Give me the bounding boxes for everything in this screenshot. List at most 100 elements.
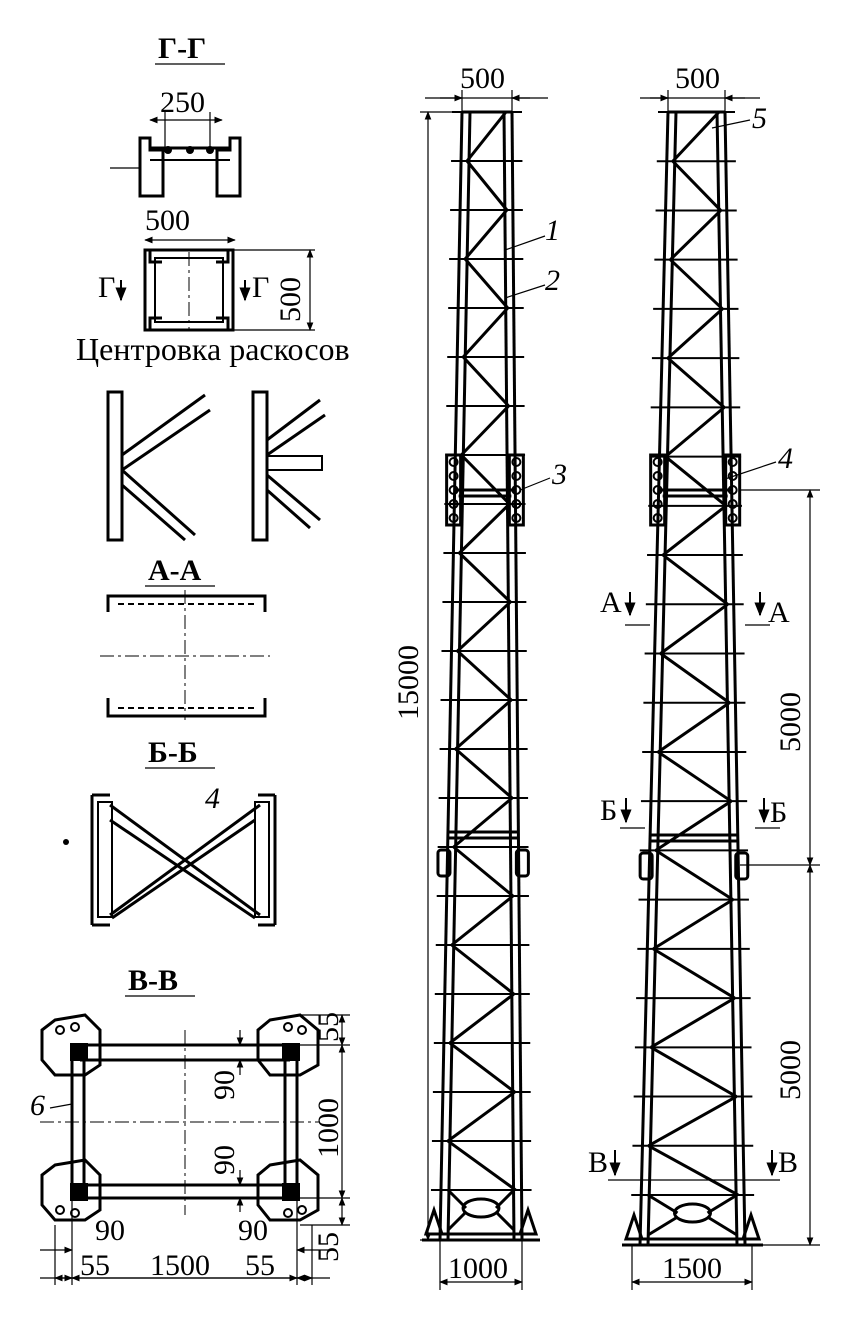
tower-stiffener <box>740 1210 762 1241</box>
section-vv: В-В 6 55 1000 <box>30 964 350 1285</box>
tower-bolt <box>448 513 459 523</box>
section-gg: Г-Г 250 <box>110 32 242 198</box>
tower-chord <box>638 111 670 1246</box>
tower-brace <box>671 110 721 163</box>
tower-brace <box>650 996 736 1049</box>
callout-5: 5 <box>752 102 767 135</box>
tower-brace <box>669 209 722 261</box>
tower-brace <box>450 894 514 947</box>
tower-brace <box>650 1046 738 1098</box>
tower-bolt <box>511 457 522 467</box>
tower-brace <box>666 307 724 360</box>
dim-tower1-top: 500 <box>460 62 505 95</box>
tower-bolt <box>652 471 663 481</box>
tower-brace <box>458 551 512 604</box>
tower-base-ring <box>461 1197 501 1219</box>
marker-v-left: В <box>588 1146 608 1179</box>
dim-vv-chord: 90 <box>208 1070 241 1100</box>
callout-6: 6 <box>30 1089 45 1122</box>
dim-vv-left-outer: 55 <box>80 1249 110 1282</box>
tower-brace <box>652 898 734 951</box>
marker-a-right: А <box>768 596 790 629</box>
tower-bolt <box>652 457 663 467</box>
dim-vv-right-inner: 90 <box>238 1214 268 1247</box>
tower-brace <box>447 1139 517 1192</box>
tower-base-brace <box>494 1188 516 1210</box>
tower-brace <box>458 502 511 555</box>
tower-side-body <box>622 110 763 1247</box>
tower-brace <box>662 504 727 557</box>
tower-base-ring <box>673 1202 712 1224</box>
dim-upper-segment: 5000 <box>774 692 807 752</box>
tower-base-brace <box>446 1188 468 1210</box>
tower-chord <box>510 111 524 1241</box>
tower-brace <box>454 698 513 751</box>
dim-vv-height: 1000 <box>312 1098 345 1158</box>
dim-tower2-base: 1500 <box>662 1252 722 1285</box>
dim-tower1-base: 1000 <box>448 1252 508 1285</box>
tower-bolt <box>727 499 738 509</box>
marker-b-right: Б <box>770 796 787 829</box>
callout-2: 2 <box>545 264 560 297</box>
tower-bolt <box>511 499 522 509</box>
dim-box-height: 500 <box>274 277 307 322</box>
tower-brace <box>462 355 510 408</box>
tower-brace <box>465 111 508 162</box>
tower-chord <box>715 111 739 1246</box>
tower-bolt <box>727 513 738 523</box>
dim-gg-width: 250 <box>160 86 205 119</box>
detail-brace-centering-left <box>106 390 211 542</box>
tower-gusset <box>638 851 654 881</box>
tower-bolt <box>727 457 738 467</box>
tower-front-body <box>422 110 540 1242</box>
tower-brace <box>647 1144 739 1197</box>
tower-bolt <box>448 499 459 509</box>
detail-brace-centering-right <box>251 390 326 542</box>
plan-section-500: 500 500 Г Г <box>98 204 315 332</box>
tower-brace <box>664 455 727 507</box>
tower-side-elevation: 500 5000 5000 1500 5 4 А А Б <box>588 62 820 1290</box>
dim-vv-top-offset: 55 <box>312 1012 345 1042</box>
tower-chord <box>723 111 747 1246</box>
marker-a-left: А <box>600 586 622 619</box>
tower-chord <box>438 111 464 1241</box>
marker-b-left: Б <box>600 794 617 827</box>
dim-vv-left-inner: 90 <box>95 1214 125 1247</box>
tower-brace <box>659 603 729 655</box>
callout-4-section: 4 <box>205 782 220 815</box>
dim-tower2-top: 500 <box>675 62 720 95</box>
tower-brace <box>464 258 509 309</box>
tower-bolt <box>511 513 522 523</box>
section-aa: А-А <box>100 554 270 720</box>
tower-brace <box>452 845 514 898</box>
tower-brace <box>450 943 515 996</box>
tower-brace <box>465 160 509 211</box>
marker-v-right: В <box>778 1146 798 1179</box>
tower-chord <box>502 111 516 1241</box>
marker-g-right: Г <box>252 271 269 304</box>
dim-box-width: 500 <box>145 204 190 237</box>
tower-brace <box>654 849 734 901</box>
tower-brace <box>447 1090 516 1143</box>
tower-stiffener <box>517 1205 539 1236</box>
section-aa-title: А-А <box>148 554 202 587</box>
dim-vv-width: 1500 <box>150 1249 210 1282</box>
tower-brace <box>460 404 510 457</box>
tower-brace <box>666 357 726 409</box>
caption-brace-centering: Центровка раскосов <box>76 331 350 367</box>
tower-brace <box>456 649 513 702</box>
section-vv-title: В-В <box>128 964 178 997</box>
tower-brace <box>662 553 729 606</box>
callout-1: 1 <box>545 214 560 247</box>
tower-brace <box>659 652 731 704</box>
tower-brace <box>657 750 733 803</box>
tower-bolt <box>448 457 459 467</box>
tower-brace <box>664 406 726 458</box>
tower-brace <box>463 209 509 260</box>
tower-brace <box>671 160 722 212</box>
tower-chord <box>446 111 472 1241</box>
tower-bolt <box>652 499 663 509</box>
tower-brace <box>462 306 509 359</box>
tower-chord <box>646 111 678 1246</box>
